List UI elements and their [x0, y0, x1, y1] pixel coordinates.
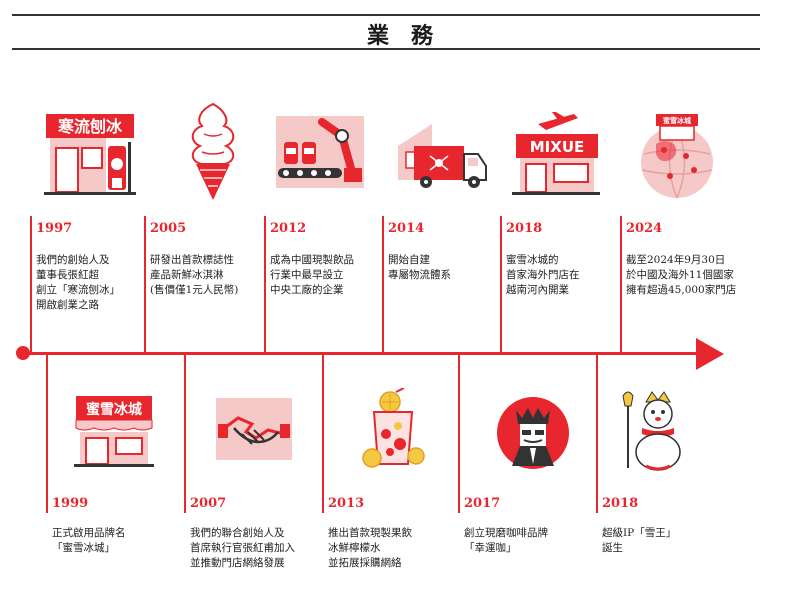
desc-2017: 創立現磨咖啡品牌 「幸運咖」 [464, 527, 548, 554]
mixue-overseas-store-icon: MIXUE [512, 112, 600, 195]
year-2018-bottom: 2018 [602, 496, 639, 511]
year-2005: 2005 [150, 221, 187, 236]
factory-robot-arm-icon [276, 116, 364, 188]
desc-2014: 開始自建 專屬物流體系 [388, 254, 451, 281]
year-2017: 2017 [464, 496, 501, 511]
handshake-icon [216, 398, 292, 460]
desc-2005: 研發出首款標誌性 產品新鮮冰淇淋 (售價僅1元人民幣) [150, 254, 239, 296]
vline-2024 [620, 216, 622, 352]
hanliu-sign-text: 寒流刨冰 [57, 117, 123, 136]
year-2007: 2007 [190, 496, 227, 511]
vline-2018-top [500, 216, 502, 352]
desc-1997: 我們的創始人及 董事長張紅超 創立「寒流刨冰」 開啟創業之路 [36, 254, 120, 311]
year-2012: 2012 [270, 221, 307, 236]
header-bottom-rule [12, 48, 760, 50]
lucky-coffee-king-icon [497, 397, 569, 469]
logistics-truck-icon [398, 124, 487, 188]
timeline-axis [22, 352, 702, 355]
snow-king-mascot-icon [622, 391, 681, 471]
vline-1999 [46, 355, 48, 513]
timeline-arrow-head [696, 338, 724, 370]
year-2013: 2013 [328, 496, 365, 511]
globe-store-sign-text: 蜜雪冰城 [663, 116, 691, 125]
desc-2024: 截至2024年9月30日 於中國及海外11個國家 擁有超過45,000家門店 [626, 254, 737, 296]
year-1997: 1997 [36, 221, 73, 236]
mixue-store-sign-text: 蜜雪冰城 [86, 401, 142, 418]
desc-1999: 正式啟用品牌名 「蜜雪冰城」 [52, 527, 126, 554]
desc-2018-top: 蜜雪冰城的 首家海外門店在 越南河內開業 [506, 254, 580, 296]
soft-serve-cone-icon [191, 102, 235, 200]
mixue-sign-text: MIXUE [530, 138, 585, 156]
vline-1997 [30, 216, 32, 352]
vline-2012 [264, 216, 266, 352]
vline-2014 [382, 216, 384, 352]
vline-2013 [322, 355, 324, 513]
mixue-store-icon: 蜜雪冰城 [74, 396, 154, 467]
year-2024: 2024 [626, 221, 663, 236]
hanliu-ice-shop-icon: 寒流刨冰 [44, 114, 136, 195]
globe-store-icon: 蜜雪冰城 [641, 114, 713, 199]
year-2018-top: 2018 [506, 221, 543, 236]
vline-2005 [144, 216, 146, 352]
vline-2018-bottom [596, 355, 598, 513]
vline-2017 [458, 355, 460, 513]
timeline-start-dot [16, 346, 30, 360]
desc-2018-bottom: 超級IP「雪王」 誕生 [602, 527, 677, 554]
header-top-rule [12, 14, 760, 16]
desc-2013: 推出首款現製果飲 冰鮮檸檬水 並拓展採購網絡 [328, 527, 412, 569]
vline-2007 [184, 355, 186, 513]
desc-2012: 成為中國現製飲品 行業中最早設立 中央工廠的企業 [270, 254, 354, 296]
year-1999: 1999 [52, 496, 89, 511]
year-2014: 2014 [388, 221, 425, 236]
page-title: 業務 [366, 23, 455, 49]
desc-2007: 我們的聯合創始人及 首席執行官張紅甫加入 並推動門店網絡發展 [190, 527, 295, 569]
lemon-tea-drink-icon [362, 388, 425, 468]
